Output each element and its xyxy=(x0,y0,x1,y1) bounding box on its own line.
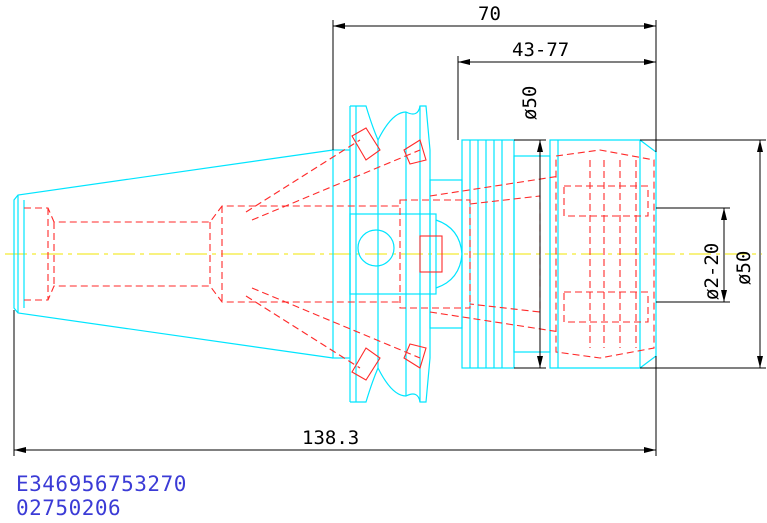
dim-nut-diameter-label: ø50 xyxy=(733,251,755,285)
dimension-nut-diameter xyxy=(640,139,766,369)
part-code: E346956753270 xyxy=(16,472,187,496)
dim-clamp-range-label: 43-77 xyxy=(512,39,569,61)
holder-outline xyxy=(13,105,657,403)
dimension-clamping-range xyxy=(656,207,730,303)
dimension-gauge-length xyxy=(332,20,657,152)
dim-clamping-range-label: ø2-20 xyxy=(701,243,723,300)
dimension-overall-length xyxy=(13,310,657,456)
dim-overall-length-label: 138.3 xyxy=(302,427,359,449)
dim-flange-diameter-label: ø50 xyxy=(519,86,541,120)
dim-gauge-length-label: 70 xyxy=(478,3,501,25)
dimension-clamp-range xyxy=(457,56,656,140)
dimension-flange-diameter xyxy=(514,139,546,369)
hidden-lines xyxy=(24,127,655,381)
order-code: 02750206 xyxy=(16,496,122,520)
